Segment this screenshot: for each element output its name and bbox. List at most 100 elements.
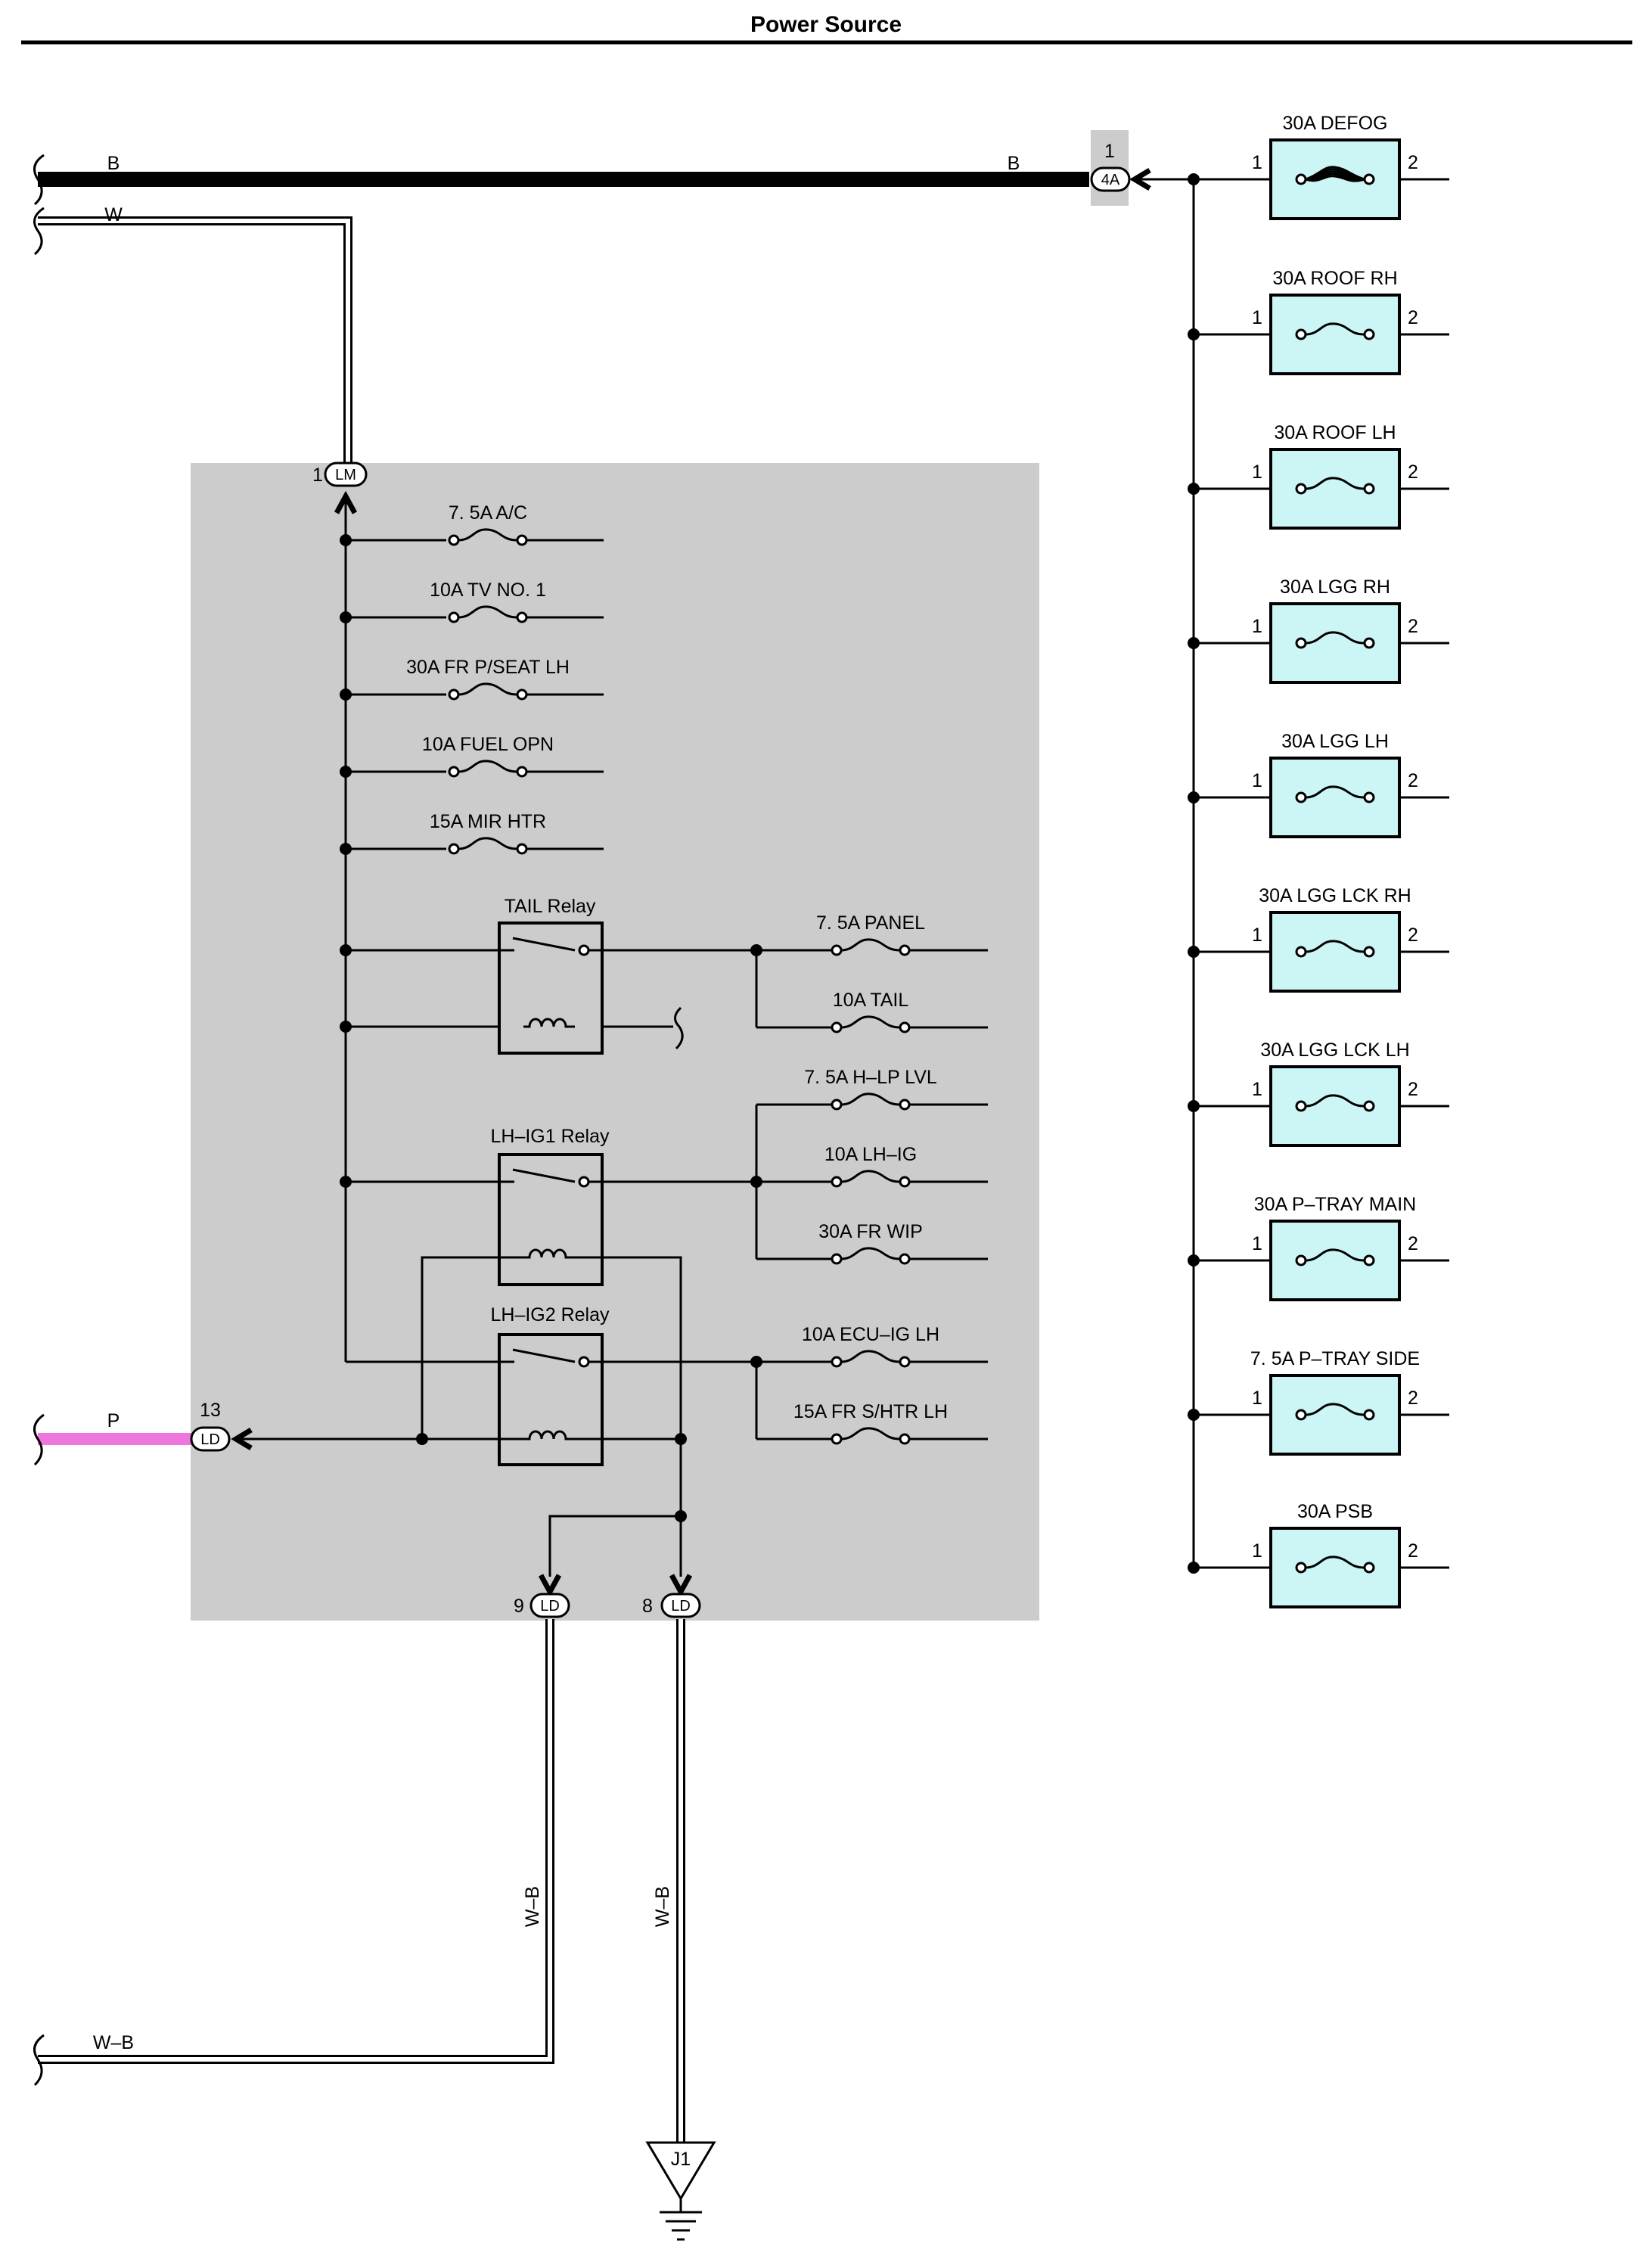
p-wire: P bbox=[33, 1410, 192, 1466]
connector-ld13-pin: 13 bbox=[200, 1400, 221, 1421]
relay-fuse: 15A FR S/HTR LH bbox=[756, 1401, 988, 1445]
right-fuse-pin-in: 1 bbox=[1252, 925, 1262, 946]
relay-fuse: 30A FR WIP bbox=[756, 1221, 988, 1265]
right-fuse-label: 30A ROOF RH bbox=[1272, 268, 1397, 289]
right-fuse-pin-in: 1 bbox=[1252, 462, 1262, 483]
connector-4a: 1 4A bbox=[1090, 141, 1194, 192]
right-fuse-pin-out: 2 bbox=[1408, 1388, 1418, 1409]
right-fuse: 30A PSB 1 2 bbox=[1188, 1501, 1449, 1608]
relay-fuse-label: 7. 5A PANEL bbox=[816, 912, 925, 934]
right-fuse-pin-in: 1 bbox=[1252, 1079, 1262, 1100]
inner-fuse-label: 30A FR P/SEAT LH bbox=[406, 657, 570, 678]
right-fuse-label: 30A ROOF LH bbox=[1274, 422, 1396, 443]
ground-j1: J1 bbox=[645, 2141, 716, 2241]
right-fuse: 30A LGG RH 1 2 bbox=[1188, 577, 1449, 684]
connector-ld-8: 8 LD bbox=[642, 1593, 701, 1618]
page-title: Power Source bbox=[750, 12, 902, 37]
w-wire: W bbox=[33, 204, 352, 465]
right-fuse-pin-out: 2 bbox=[1408, 616, 1418, 637]
right-fuse-pin-out: 2 bbox=[1408, 925, 1418, 946]
right-fuse-label: 7. 5A P–TRAY SIDE bbox=[1250, 1348, 1420, 1369]
relay-fuse: 7. 5A H–LP LVL bbox=[756, 1067, 988, 1111]
tail-relay: TAIL Relay bbox=[346, 896, 756, 1055]
right-fuse-label: 30A LGG RH bbox=[1280, 577, 1390, 598]
junction-block-module bbox=[191, 463, 1039, 1621]
right-fuse-label: 30A LGG LH bbox=[1281, 731, 1389, 752]
ground-j1-label: J1 bbox=[671, 2149, 691, 2170]
connector-ld9-pin: 9 bbox=[514, 1596, 524, 1617]
wb-wire-left: W–B W–B bbox=[33, 1619, 554, 2087]
lh-ig2-relay-label: LH–IG2 Relay bbox=[490, 1304, 610, 1326]
connector-lm-pin: 1 bbox=[312, 465, 323, 486]
right-fuse-label: 30A LGG LCK RH bbox=[1259, 885, 1411, 906]
wb-wire-ground: W–B bbox=[652, 1619, 685, 2143]
wire-label-wb-left: W–B bbox=[93, 2032, 134, 2053]
connector-ld9-code: LD bbox=[540, 1598, 560, 1615]
lh-ig2-relay: LH–IG2 Relay bbox=[346, 1304, 756, 1466]
inner-fuse-label: 10A TV NO. 1 bbox=[430, 580, 546, 601]
wire-label-b-right: B bbox=[1008, 153, 1020, 174]
wire-label-w: W bbox=[104, 204, 123, 225]
right-fuse-pin-out: 2 bbox=[1408, 1233, 1418, 1254]
right-fuse-pin-out: 2 bbox=[1408, 462, 1418, 483]
right-fuse-label: 30A P–TRAY MAIN bbox=[1254, 1194, 1416, 1215]
tail-relay-label: TAIL Relay bbox=[505, 896, 596, 917]
connector-lm-code: LM bbox=[335, 467, 356, 483]
connector-ld8-code: LD bbox=[671, 1598, 691, 1615]
relay-fuse: 10A ECU–IG LH bbox=[756, 1324, 988, 1368]
inner-fuse-group: 7. 5A A/C 10A TV NO. 1 30A FR P/SEAT LH 10A… bbox=[340, 502, 604, 855]
right-fuse-pin-out: 2 bbox=[1408, 152, 1418, 173]
inner-fuse: 10A TV NO. 1 bbox=[340, 580, 604, 623]
right-fuse-pin-in: 1 bbox=[1252, 1540, 1262, 1562]
connector-4a-pin: 1 bbox=[1104, 141, 1115, 162]
relay-fuse: 10A LH–IG bbox=[756, 1144, 988, 1188]
right-fuse-label: 30A DEFOG bbox=[1283, 113, 1388, 134]
right-fuse-label: 30A LGG LCK LH bbox=[1260, 1040, 1409, 1061]
connector-ld13-code: LD bbox=[200, 1431, 220, 1448]
wire-label-wb-v1: W–B bbox=[522, 1886, 543, 1927]
connector-ld-9: 9 LD bbox=[514, 1593, 570, 1618]
wire-label-p: P bbox=[107, 1410, 120, 1431]
relay-fuse-label: 7. 5A H–LP LVL bbox=[804, 1067, 937, 1088]
inner-fuse: 15A MIR HTR bbox=[340, 811, 604, 855]
lh-ig1-relay-label: LH–IG1 Relay bbox=[490, 1126, 610, 1147]
inner-fuse: 30A FR P/SEAT LH bbox=[340, 657, 604, 701]
inner-fuse-label: 10A FUEL OPN bbox=[422, 734, 554, 755]
right-fuse-pin-out: 2 bbox=[1408, 1079, 1418, 1100]
inner-fuse-label: 7. 5A A/C bbox=[449, 502, 527, 524]
relay-fuse-label: 30A FR WIP bbox=[818, 1221, 923, 1242]
right-fuse: 7. 5A P–TRAY SIDE 1 2 bbox=[1188, 1348, 1449, 1456]
right-fuse-pin-in: 1 bbox=[1252, 307, 1262, 328]
right-fuse: 30A LGG LCK RH 1 2 bbox=[1188, 885, 1449, 993]
right-fuse-pin-in: 1 bbox=[1252, 1388, 1262, 1409]
wire-label-b-left: B bbox=[107, 153, 120, 174]
right-fuse: 30A ROOF LH 1 2 bbox=[1188, 422, 1449, 530]
right-fuse-pin-in: 1 bbox=[1252, 616, 1262, 637]
connector-4a-code: 4A bbox=[1101, 172, 1120, 188]
b-wire: B B bbox=[33, 153, 1089, 206]
lh-ig1-relay: LH–IG1 Relay bbox=[346, 1126, 756, 1559]
right-fuse-pin-out: 2 bbox=[1408, 770, 1418, 791]
inner-fuse-label: 15A MIR HTR bbox=[430, 811, 546, 832]
wire-label-wb-v2: W–B bbox=[652, 1886, 673, 1927]
relay-fuse-label: 10A TAIL bbox=[833, 990, 909, 1011]
connector-ld8-pin: 8 bbox=[642, 1596, 653, 1617]
right-fuse: 30A LGG LH 1 2 bbox=[1188, 731, 1449, 838]
right-fuse: 30A LGG LCK LH 1 2 bbox=[1188, 1040, 1449, 1147]
relay-fuse-group: 7. 5A PANEL 10A TAIL 7. 5A H–LP LVL 10A LH–… bbox=[755, 912, 988, 1445]
relay-fuse-label: 10A LH–IG bbox=[824, 1144, 917, 1165]
right-fuse-pin-out: 2 bbox=[1408, 1540, 1418, 1562]
right-fuse-label: 30A PSB bbox=[1297, 1501, 1373, 1522]
right-fuse: 30A ROOF RH 1 2 bbox=[1188, 268, 1449, 375]
ground-returns bbox=[538, 1439, 693, 1598]
connector-ld-13: 13 LD bbox=[190, 1400, 499, 1452]
right-fuse-pin-in: 1 bbox=[1252, 770, 1262, 791]
right-fuse-pin-out: 2 bbox=[1408, 307, 1418, 328]
inner-fuse: 7. 5A A/C bbox=[340, 502, 604, 546]
inner-fuse: 10A FUEL OPN bbox=[340, 734, 604, 778]
relay-fuse-label: 10A ECU–IG LH bbox=[802, 1324, 939, 1345]
